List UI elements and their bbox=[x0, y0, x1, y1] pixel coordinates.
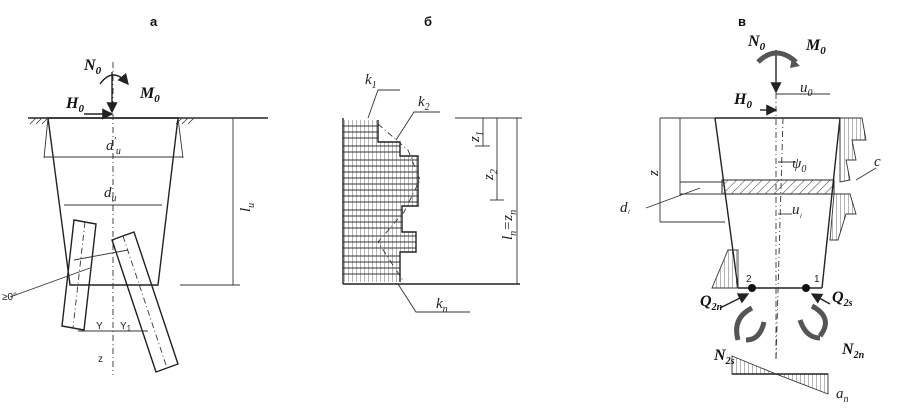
pile-left bbox=[61, 219, 97, 331]
ground-hatch-left bbox=[29, 117, 49, 125]
label-ln: ln=zn bbox=[500, 210, 519, 240]
label-k1: k1 bbox=[365, 72, 377, 91]
panel-label-v: в bbox=[738, 14, 746, 29]
label-d-top: d′u bbox=[106, 135, 121, 157]
label-H0-v: H0 bbox=[733, 91, 752, 111]
label-u-v: uₗ bbox=[792, 202, 803, 221]
label-z2: z2 bbox=[481, 169, 500, 181]
arrow-N2s-b bbox=[745, 321, 767, 343]
label-node-1: 1 bbox=[814, 274, 820, 285]
coefficient-diagram-fill bbox=[343, 120, 418, 282]
arrow-N2s bbox=[734, 305, 754, 341]
label-M0-a: M0 bbox=[139, 85, 160, 105]
pile-left-axis bbox=[72, 221, 86, 329]
label-k2: k2 bbox=[418, 94, 430, 113]
label-N2s: N2s bbox=[713, 347, 735, 367]
label-d-bot: du bbox=[104, 185, 117, 204]
pile-right bbox=[111, 231, 179, 373]
panel-v: N0 M0 H0 u0 ψ0 uₗ z dₗ c bbox=[620, 33, 881, 405]
label-y2: Y1 bbox=[120, 321, 132, 333]
label-z: z bbox=[98, 354, 103, 365]
node-2 bbox=[748, 284, 756, 292]
label-z1: z1 bbox=[467, 131, 486, 143]
leader-k2 bbox=[395, 111, 440, 141]
foundation-body bbox=[47, 117, 179, 286]
arrow-M0-a bbox=[99, 72, 129, 86]
node-1 bbox=[802, 284, 810, 292]
angle-leader-2 bbox=[73, 249, 129, 261]
hatched-layer bbox=[721, 179, 835, 195]
label-u0: u0 bbox=[800, 80, 813, 99]
label-psi0: ψ0 bbox=[792, 156, 806, 175]
label-N2n: N2n bbox=[841, 341, 865, 361]
label-Q2n: Q2n bbox=[700, 293, 723, 313]
arrow-M0-v-head bbox=[790, 58, 800, 68]
label-y1: Y bbox=[96, 321, 103, 332]
panel-b: k1 k2 kn z1 z2 ln=zn bbox=[342, 72, 522, 315]
coefficient-diagram-outline bbox=[342, 118, 419, 284]
label-c: c bbox=[874, 154, 881, 170]
base-pressure-right bbox=[775, 373, 829, 395]
arrow-Q2s bbox=[810, 293, 831, 305]
panel-label-a: а bbox=[150, 14, 158, 29]
label-an: an bbox=[836, 386, 849, 405]
axis-rotated-v bbox=[775, 117, 784, 361]
pile-right-axis bbox=[122, 235, 168, 369]
leader-k1 bbox=[367, 89, 400, 119]
panel-a: d′u du z N0 M0 H0 ≥0° Y Y1 lu bbox=[2, 57, 268, 375]
label-Q2s: Q2s bbox=[832, 289, 853, 309]
label-node-2: 2 bbox=[746, 274, 752, 285]
label-z-v: z bbox=[646, 170, 662, 177]
arrow-Q2n bbox=[719, 293, 750, 309]
angle-leader bbox=[9, 267, 91, 298]
label-kn: kn bbox=[436, 296, 448, 315]
label-lu: lu bbox=[238, 203, 257, 212]
base-pressure-left bbox=[731, 355, 777, 375]
label-M0-v: M0 bbox=[805, 37, 826, 57]
panel-label-b: б bbox=[424, 14, 432, 29]
pressure-diagram-left bbox=[711, 249, 739, 289]
label-angle: ≥0° bbox=[2, 292, 17, 303]
pressure-diagram-top bbox=[839, 117, 867, 183]
arrow-M0-v bbox=[756, 50, 798, 64]
pressure-diagram-right bbox=[829, 193, 857, 241]
label-N0-v: N0 bbox=[747, 33, 766, 53]
arrow-N2n bbox=[810, 303, 828, 338]
foundation-edges bbox=[43, 117, 184, 159]
leader-kn bbox=[397, 283, 470, 313]
horizontal-lines bbox=[343, 125, 418, 275]
label-N0-a: N0 bbox=[83, 57, 102, 77]
arrow-N2n-b bbox=[797, 319, 821, 341]
label-H0-a: H0 bbox=[65, 95, 84, 115]
leader-d-v bbox=[645, 187, 701, 209]
label-d-v: dₗ bbox=[620, 200, 631, 217]
leader-c bbox=[855, 167, 877, 181]
